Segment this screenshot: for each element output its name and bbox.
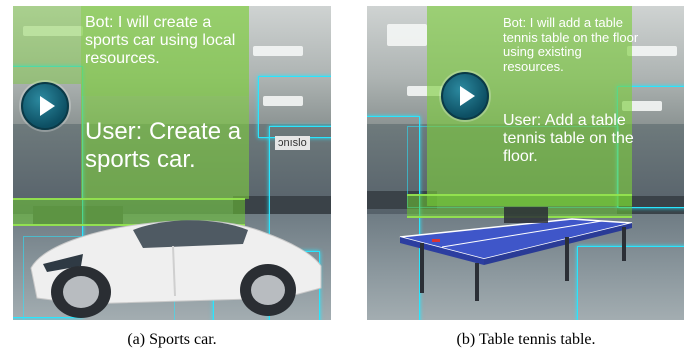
caption-b: (b) Table tennis table. bbox=[456, 331, 596, 348]
bot-message: Bot: I will add a table tennis table on … bbox=[503, 15, 639, 74]
bot-message: Bot: I will create a sports car using lo… bbox=[85, 14, 236, 67]
play-button[interactable] bbox=[441, 72, 489, 120]
neon-wireframe bbox=[577, 246, 684, 320]
play-icon bbox=[460, 86, 475, 106]
green-wall-highlight bbox=[13, 6, 81, 84]
play-button[interactable] bbox=[21, 82, 69, 130]
neon-wireframe bbox=[367, 116, 420, 320]
table-tennis-scene: Bot: I will add a table tennis table on … bbox=[367, 6, 684, 320]
play-icon bbox=[40, 96, 55, 116]
user-message: User: Add a table tennis table on the fl… bbox=[503, 112, 634, 165]
user-message-overlay bbox=[81, 96, 249, 199]
sports-car-model bbox=[30, 220, 322, 318]
user-message: User: Create a sports car. bbox=[85, 118, 242, 174]
bot-message-overlay bbox=[81, 6, 249, 96]
sports-car-scene: ɔnıslo Bot: I will create a sports car u… bbox=[13, 6, 331, 320]
neon-wireframe bbox=[269, 126, 331, 320]
caption-a: (a) Sports car. bbox=[127, 331, 217, 348]
wall-sign: ɔnıslo bbox=[275, 136, 310, 151]
table-tennis-table-model bbox=[399, 207, 633, 301]
